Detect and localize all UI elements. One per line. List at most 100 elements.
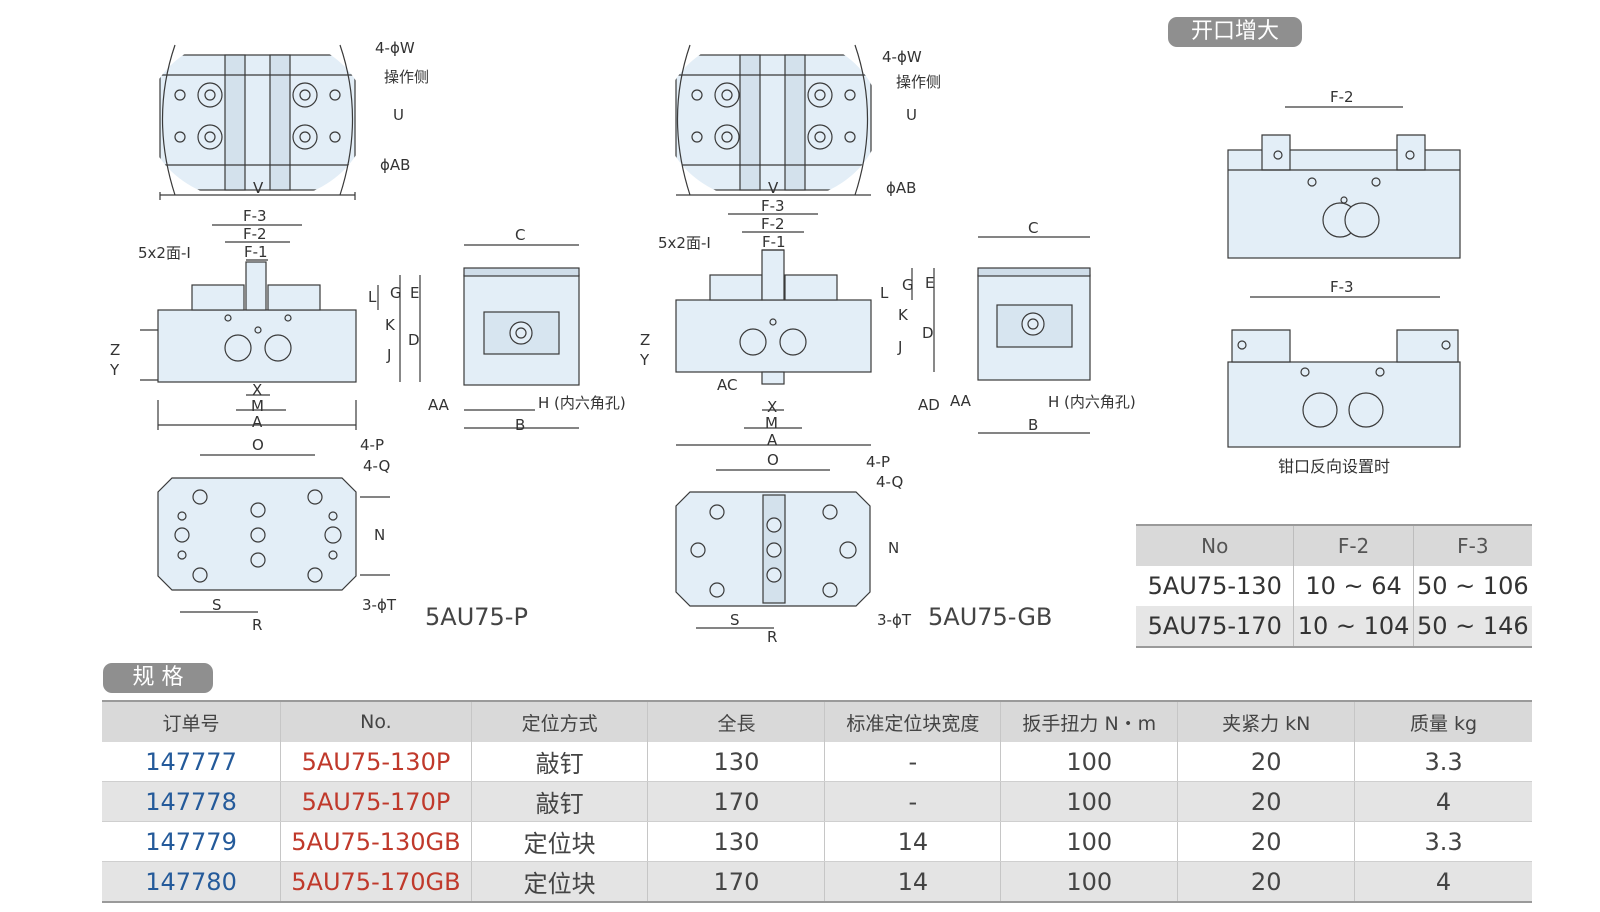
header-block-width: 标准定位块宽度 xyxy=(824,701,1001,742)
cell-block-width: 14 xyxy=(824,821,1001,862)
table-row: 5AU75-170 10 ~ 104 50 ~ 146 xyxy=(1136,606,1532,647)
header-no: No. xyxy=(280,701,472,742)
label-gb-c: C xyxy=(1028,219,1038,237)
label-face: 5x2面-I xyxy=(138,244,191,262)
header-order: 订单号 xyxy=(102,701,281,742)
cell-length: 170 xyxy=(647,861,825,903)
opening-view-normal xyxy=(1227,106,1461,259)
label-gb-d: D xyxy=(922,324,934,342)
table-row: 147779 5AU75-130GB 定位块 130 14 100 20 3.3 xyxy=(102,821,1532,862)
cell-mass: 3.3 xyxy=(1354,821,1532,862)
spec-table: 订单号 No. 定位方式 全長 标准定位块宽度 扳手扭力 N・m 夹紧力 kN … xyxy=(102,700,1532,903)
cell-torque: 100 xyxy=(1000,781,1178,822)
header-mass: 质量 kg xyxy=(1354,701,1532,742)
label-b: B xyxy=(515,416,525,434)
label-d: D xyxy=(408,331,420,349)
label-gb-n: N xyxy=(888,539,899,557)
cell-torque: 100 xyxy=(1000,742,1178,782)
label-x: X xyxy=(252,381,262,399)
cell-length: 170 xyxy=(647,781,825,822)
label-gb-ab: ϕAB xyxy=(886,179,916,197)
label-j: J xyxy=(386,346,391,364)
label-operation-side: 操作侧 xyxy=(384,68,429,86)
label-gb-ad: AD xyxy=(918,396,940,414)
cell-clamp-force: 20 xyxy=(1177,861,1355,903)
opening-enlarge-badge: 开口增大 xyxy=(1168,17,1302,47)
header-no: No xyxy=(1136,525,1294,566)
label-gb-s: S xyxy=(730,611,740,629)
cell-model: 5AU75-170GB xyxy=(280,861,472,903)
label-o: O xyxy=(252,436,264,454)
label-t: 3-ϕT xyxy=(362,596,397,614)
label-gb-j: J xyxy=(897,338,902,356)
label-f1: F-1 xyxy=(244,243,268,261)
p-side-view xyxy=(463,244,580,429)
label-gb-x: X xyxy=(767,398,777,416)
cell-torque: 100 xyxy=(1000,821,1178,862)
cell-clamp-force: 20 xyxy=(1177,821,1355,862)
label-gb-f1: F-1 xyxy=(762,233,786,251)
label-s: S xyxy=(212,596,222,614)
gb-bottom-view xyxy=(675,469,871,629)
label-gb-a: A xyxy=(767,431,778,449)
label-a: A xyxy=(252,413,263,431)
label-y: Y xyxy=(109,361,120,379)
cell-clamp-force: 20 xyxy=(1177,742,1355,782)
cell-order: 147777 xyxy=(102,742,281,782)
gb-top-view xyxy=(675,44,872,196)
gb-front-view xyxy=(675,213,935,446)
specs-badge: 规 格 xyxy=(103,663,213,693)
label-gb-p: 4-P xyxy=(866,453,890,471)
label-l: L xyxy=(368,288,377,306)
cell-clamp-force: 20 xyxy=(1177,781,1355,822)
label-ab: ϕAB xyxy=(380,156,410,174)
label-gb-r: R xyxy=(767,628,777,646)
header-positioning: 定位方式 xyxy=(470,701,648,742)
header-clamp-force: 夹紧力 kN xyxy=(1177,701,1355,742)
label-r: R xyxy=(252,616,262,634)
cell-positioning: 敲钉 xyxy=(470,781,648,822)
label-gb-v: V xyxy=(768,179,779,197)
reverse-jaw-note: 钳口反向设置时 xyxy=(1278,457,1391,476)
p-front-view xyxy=(140,224,421,430)
label-u: U xyxy=(393,106,404,124)
label-gb-h: H (内六角孔) xyxy=(1048,393,1136,411)
table-row: 147778 5AU75-170P 敲钉 170 - 100 20 4 xyxy=(102,781,1532,822)
label-gb-k: K xyxy=(898,306,909,324)
p-bottom-view xyxy=(157,454,390,613)
label-gb-face: 5x2面-I xyxy=(658,234,711,252)
header-length: 全長 xyxy=(647,701,825,742)
cell-mass: 4 xyxy=(1354,861,1532,903)
cell-model: 5AU75-130 xyxy=(1147,572,1282,600)
label-n: N xyxy=(374,526,385,544)
model-gb-caption: 5AU75-GB xyxy=(928,603,1053,631)
opening-range-table: No F-2 F-3 5AU75-130 10 ~ 64 50 ~ 106 5A… xyxy=(1136,524,1532,648)
label-open-f3: F-3 xyxy=(1330,278,1354,296)
header-f3: F-3 xyxy=(1412,525,1532,566)
cell-length: 130 xyxy=(647,821,825,862)
p-top-view xyxy=(159,44,356,200)
table-row: 5AU75-130 10 ~ 64 50 ~ 106 xyxy=(1136,566,1532,606)
label-gb-f2: F-2 xyxy=(761,215,785,233)
label-f2: F-2 xyxy=(243,225,267,243)
label-open-f2: F-2 xyxy=(1330,88,1354,106)
cell-block-width: - xyxy=(824,742,1001,782)
cell-model: 5AU75-130P xyxy=(280,742,472,782)
cell-f3: 50 ~ 106 xyxy=(1412,566,1532,606)
label-m: M xyxy=(251,397,264,415)
label-gb-l: L xyxy=(880,284,889,302)
cell-order: 147778 xyxy=(102,781,281,822)
label-gb-o: O xyxy=(767,451,779,469)
gb-side-view xyxy=(977,236,1091,434)
cell-block-width: - xyxy=(824,781,1001,822)
label-gb-w: 4-ϕW xyxy=(882,48,922,66)
label-gb-m: M xyxy=(765,414,778,432)
cell-model: 5AU75-130GB xyxy=(280,821,472,862)
cell-positioning: 敲钉 xyxy=(470,742,648,782)
label-gb-g: G xyxy=(902,276,914,294)
cell-f3: 50 ~ 146 xyxy=(1412,606,1532,647)
cell-model: 5AU75-170P xyxy=(280,781,472,822)
label-gb-b: B xyxy=(1028,416,1038,434)
table-row: 147777 5AU75-130P 敲钉 130 - 100 20 3.3 xyxy=(102,742,1532,782)
